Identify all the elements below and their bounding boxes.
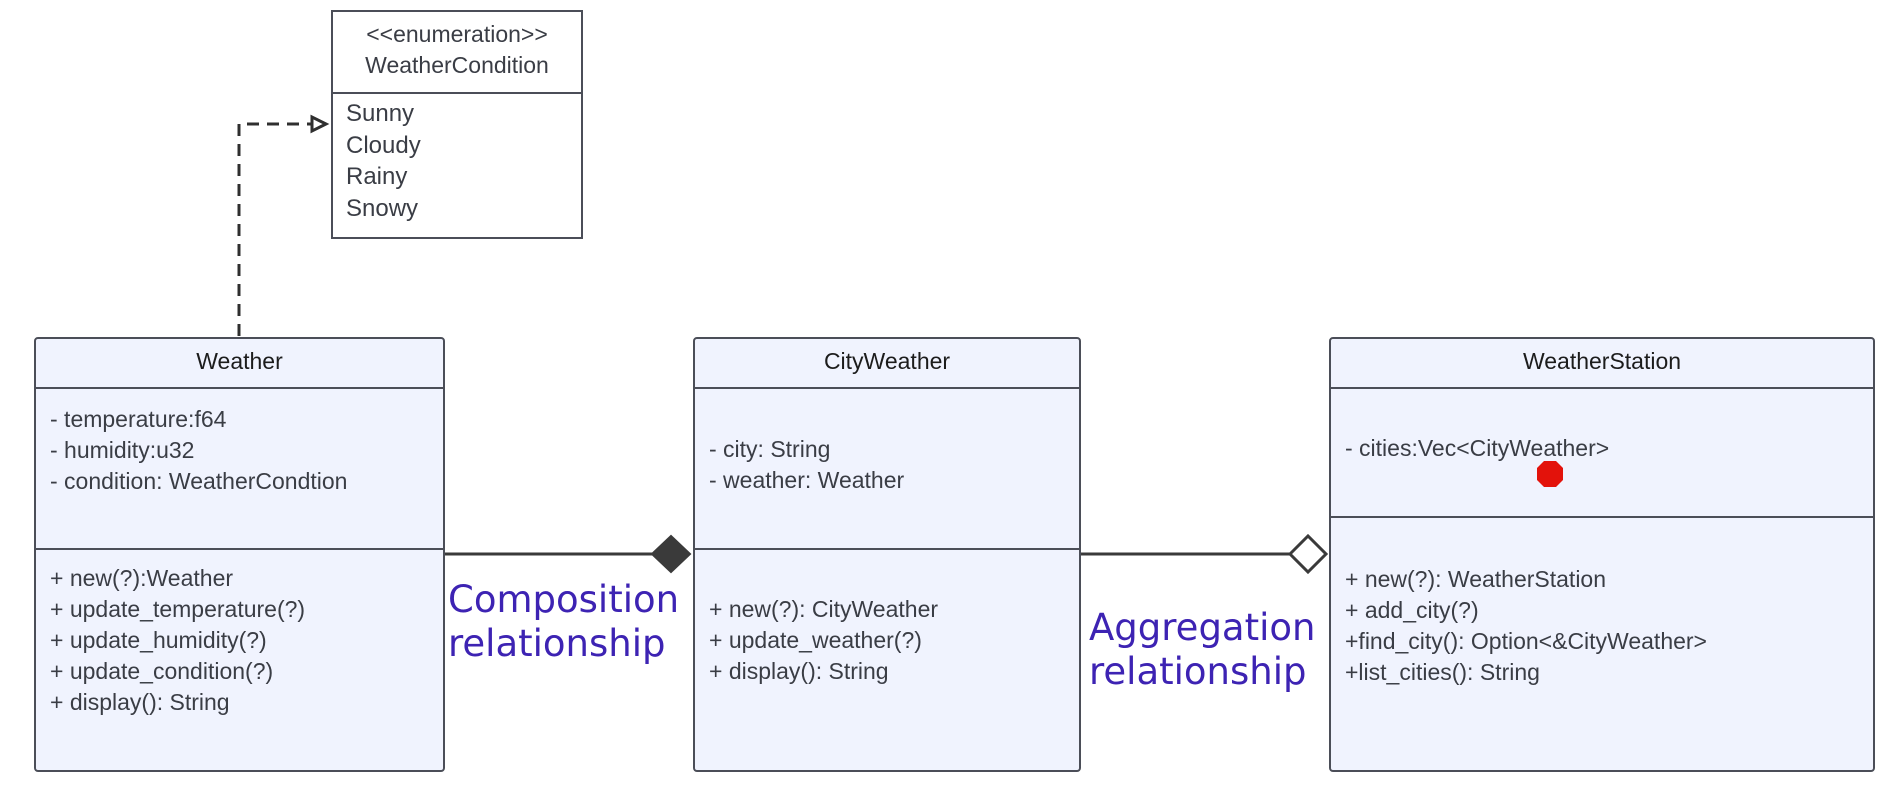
- class-name: CityWeather: [695, 339, 1079, 389]
- class-name: WeatherStation: [1331, 339, 1873, 389]
- cursor-marker-icon: [1537, 461, 1563, 487]
- class-weather-station[interactable]: WeatherStation - cities:Vec<CityWeather>…: [1329, 337, 1875, 772]
- aggregation-diamond-icon: [1287, 533, 1329, 575]
- method: +list_cities(): String: [1345, 659, 1540, 685]
- method: + update_condition(?): [50, 658, 274, 684]
- method: + update_temperature(?): [50, 596, 306, 622]
- attribute: - city: String: [709, 436, 831, 462]
- attribute: - condition: WeatherCondtion: [50, 468, 348, 494]
- method: + update_humidity(?): [50, 627, 267, 653]
- class-attributes: - city: String - weather: Weather: [695, 389, 1079, 550]
- composition-label-line1: Composition: [448, 578, 680, 621]
- method: + add_city(?): [1345, 597, 1479, 623]
- enum-value: Snowy: [346, 194, 419, 222]
- attribute: - weather: Weather: [709, 467, 905, 493]
- enum-value: Sunny: [346, 100, 415, 127]
- enum-weather-condition[interactable]: <<enumeration>> WeatherCondition Sunny C…: [331, 10, 583, 239]
- composition-label-line2: relationship: [448, 622, 666, 665]
- aggregation-label-line1: Aggregation: [1089, 606, 1316, 649]
- method: + display(): String: [709, 658, 889, 684]
- method: + display(): String: [50, 689, 230, 715]
- method: + new(?):Weather: [50, 565, 234, 591]
- class-methods: + new(?):Weather + update_temperature(?)…: [36, 550, 443, 732]
- enum-header: <<enumeration>> WeatherCondition: [333, 12, 581, 94]
- method: + new(?): CityWeather: [709, 596, 939, 622]
- attribute: - temperature:f64: [50, 406, 227, 432]
- class-attributes: - cities:Vec<CityWeather>: [1331, 389, 1873, 518]
- enum-value: Rainy: [346, 163, 408, 190]
- class-name: Weather: [36, 339, 443, 389]
- class-weather[interactable]: Weather - temperature:f64 - humidity:u32…: [34, 337, 445, 772]
- composition-label: Composition relationship: [448, 578, 679, 666]
- enum-values: Sunny Cloudy Rainy Snowy: [333, 94, 581, 228]
- composition-diamond-icon: [650, 534, 692, 574]
- dependency-arrowhead-icon: [310, 114, 330, 134]
- method: +find_city(): Option<&CityWeather>: [1345, 628, 1707, 654]
- method: + new(?): WeatherStation: [1345, 566, 1607, 592]
- attribute: - humidity:u32: [50, 437, 195, 463]
- attribute: - cities:Vec<CityWeather>: [1345, 435, 1610, 461]
- class-attributes: - temperature:f64 - humidity:u32 - condi…: [36, 389, 443, 550]
- class-methods: + new(?): CityWeather + update_weather(?…: [695, 550, 1079, 701]
- enum-name: WeatherCondition: [365, 52, 549, 78]
- dependency-line: [237, 122, 322, 336]
- class-city-weather[interactable]: CityWeather - city: String - weather: We…: [693, 337, 1081, 772]
- enum-value: Cloudy: [346, 131, 421, 159]
- enum-stereotype: <<enumeration>>: [366, 21, 548, 47]
- class-methods: + new(?): WeatherStation + add_city(?) +…: [1331, 518, 1873, 702]
- aggregation-label: Aggregation relationship: [1089, 606, 1315, 694]
- method: + update_weather(?): [709, 627, 922, 653]
- aggregation-label-line2: relationship: [1089, 650, 1307, 693]
